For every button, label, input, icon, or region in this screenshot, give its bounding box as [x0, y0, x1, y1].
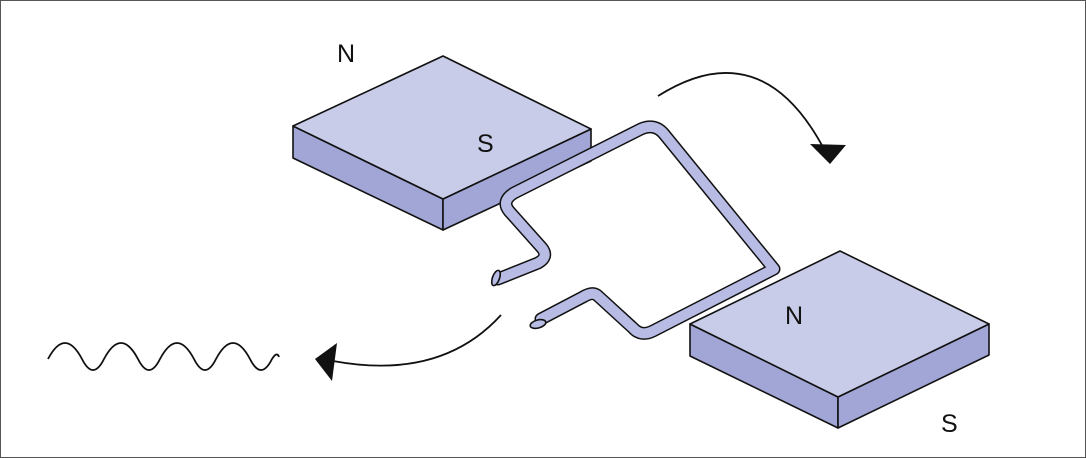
coil-end-lower [529, 318, 547, 330]
output-arrow-icon [315, 314, 502, 381]
rotation-arrow-icon [657, 72, 846, 164]
wire-coil [490, 120, 781, 340]
left-magnet [292, 55, 592, 231]
coil-fill [493, 121, 779, 339]
right-magnet-top-face [689, 250, 990, 398]
label-left-magnet-south: S [477, 130, 494, 158]
label-right-magnet-north: N [785, 302, 803, 330]
left-magnet-top-face [292, 55, 592, 200]
right-magnet [689, 250, 990, 429]
coil-end-upper [490, 269, 502, 287]
ac-wave-icon [47, 342, 280, 371]
label-right-magnet-south: S [941, 410, 958, 438]
label-left-magnet-north: N [337, 40, 355, 68]
